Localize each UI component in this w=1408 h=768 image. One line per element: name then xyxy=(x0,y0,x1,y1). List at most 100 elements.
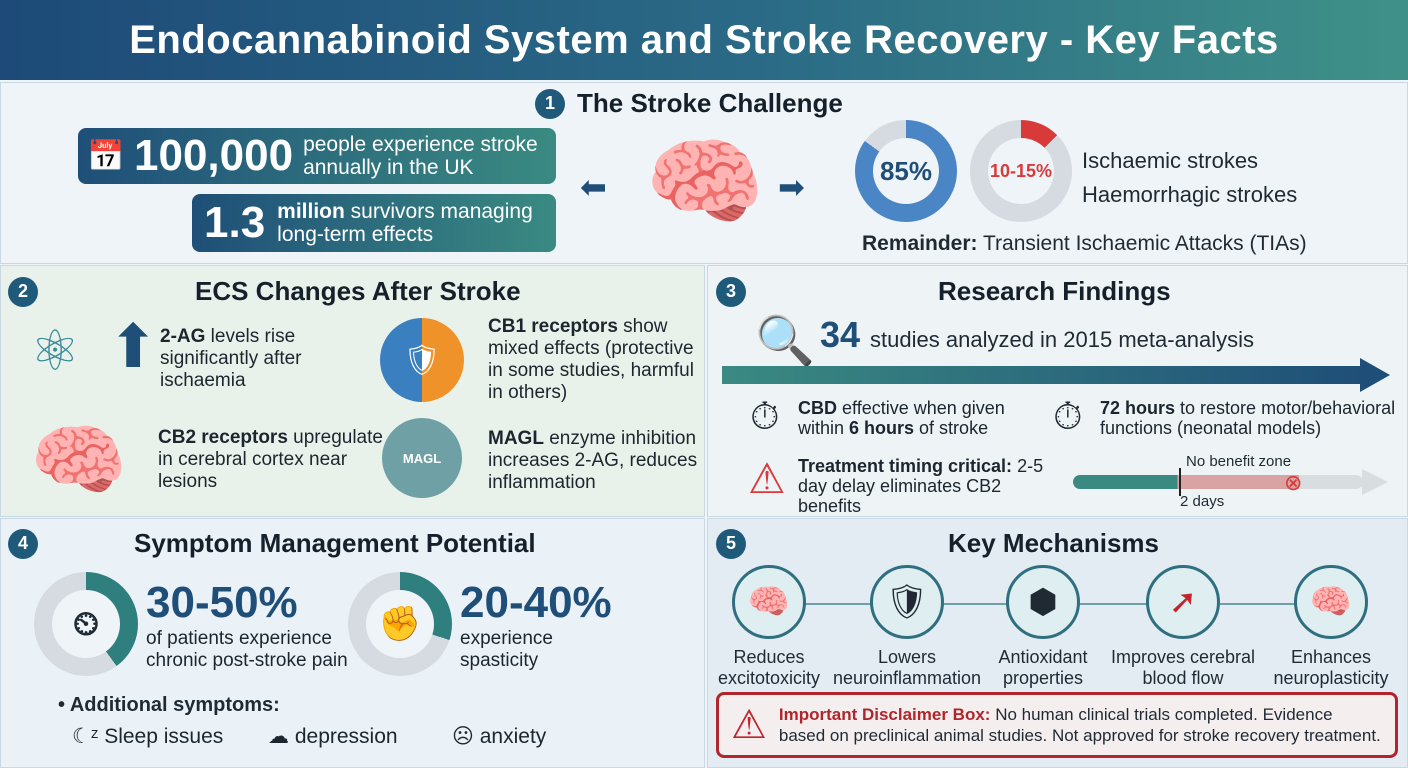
studies-stat: 34 studies analyzed in 2015 meta-analysis xyxy=(820,314,1254,356)
cbd-finding: CBD effective when given within 6 hours … xyxy=(798,398,1028,438)
warning-icon: ⚠ xyxy=(748,455,786,502)
donut-ischaemic: 85% xyxy=(855,120,957,222)
stat-value: 100,000 xyxy=(134,131,294,180)
benefit-timeline-arrowhead xyxy=(1362,469,1388,495)
cloud-icon: ☁ xyxy=(268,725,289,748)
arrow-left-icon: ⬅ xyxy=(580,169,607,205)
cbd-bold: CBD xyxy=(798,398,837,418)
stat-text: people experience stroke annually in the… xyxy=(303,133,538,179)
section-title-text: Symptom Management Potential xyxy=(134,528,536,558)
disclaimer-title: Important Disclaimer Box: xyxy=(778,705,991,724)
section-number: 1 xyxy=(535,88,565,119)
section-number: 4 xyxy=(8,528,38,559)
donut-haemorrhagic: 10-15% xyxy=(970,120,1072,222)
cancel-circle-icon: ⊗ xyxy=(1284,470,1303,495)
studies-text: studies analyzed in 2015 meta-analysis xyxy=(870,327,1255,352)
stopwatch-icon: ⏱ xyxy=(750,396,780,438)
72h-finding: 72 hours to restore motor/behavioral fun… xyxy=(1100,398,1400,438)
studies-value: 34 xyxy=(820,314,861,355)
neural-brain-icon: 🧠 xyxy=(1294,565,1368,639)
disclaimer-box: ⚠ Important Disclaimer Box: No human cli… xyxy=(716,692,1398,758)
item-text: enzyme inhibition increases 2-AG, reduce… xyxy=(488,428,698,493)
mechanism-label: Reduces excitotoxicity xyxy=(717,647,821,688)
cbd-text-end: of stroke xyxy=(914,418,989,438)
mechanism-excitotoxicity: 🧠 Reduces excitotoxicity xyxy=(694,565,844,689)
h72-text: to restore motor/behavioral functions (n… xyxy=(1100,398,1396,438)
magl-label: MAGL xyxy=(402,450,442,466)
section-ecs-changes xyxy=(0,265,705,517)
donut-label: 85% xyxy=(873,138,939,204)
ecs-item-magl: MAGL enzyme inhibition increases 2-AG, r… xyxy=(488,428,703,494)
section-2-title: 2 ECS Changes After Stroke xyxy=(8,276,521,307)
donut-pain: ⏲ xyxy=(34,572,138,676)
brain-stroke-icon: 🧠 xyxy=(645,129,765,236)
legend-haemorrhagic: Haemorrhagic strokes xyxy=(1082,182,1298,207)
remainder-note: Remainder: Transient Ischaemic Attacks (… xyxy=(862,232,1307,256)
header: Endocannabinoid System and Stroke Recove… xyxy=(0,0,1408,80)
remainder-label: Remainder: xyxy=(862,232,978,255)
mechanism-blood-flow: ➚ Improves cerebral blood flow xyxy=(1108,565,1258,689)
section-title-text: ECS Changes After Stroke xyxy=(195,276,521,306)
pain-text: of patients experience chronic post-stro… xyxy=(146,628,348,671)
gauge-icon: ⏲ xyxy=(52,590,120,658)
magnifier-chart-icon: 🔍 xyxy=(755,315,815,368)
symptom-sleep: ☾ᶻ Sleep issues xyxy=(72,726,223,748)
mechanism-neuroplasticity: 🧠Enhances neuroplasticity xyxy=(1256,565,1406,689)
timing-bold: Treatment timing critical: xyxy=(798,456,1013,476)
symptom-label: anxiety xyxy=(479,725,547,748)
antioxidant-icon: ⬢ xyxy=(1006,565,1080,639)
spasticity-value: 20-40% xyxy=(460,578,612,627)
mechanism-neuroinflammation: 🛡 Lowers neuroinflammation xyxy=(832,565,982,689)
timing-text: 2-5 day delay eliminates CB2 benefits xyxy=(798,456,1044,516)
section-number: 5 xyxy=(716,528,746,559)
stat-survivors: 1.3 million survivors managing long-term… xyxy=(192,194,556,252)
additional-symptoms-label: • Additional symptoms: xyxy=(58,694,280,716)
remainder-text: Transient Ischaemic Attacks (TIAs) xyxy=(977,232,1307,255)
timeline-arrow xyxy=(722,366,1362,384)
item-bold: CB1 receptors xyxy=(488,316,618,337)
h72-bold: 72 hours xyxy=(1100,398,1176,418)
ecs-item-2ag: 2-AG levels rise significantly after isc… xyxy=(160,326,350,392)
donut-spasticity: ✊ xyxy=(348,572,452,676)
item-text: levels rise significantly after ischaemi… xyxy=(160,326,302,391)
benefit-timeline-bar xyxy=(1073,475,1363,489)
blood-vessel-icon: ➚ xyxy=(1146,565,1220,639)
brain-icon: 🧠 xyxy=(732,565,806,639)
pain-value: 30-50% xyxy=(146,578,298,627)
donut-label: 10-15% xyxy=(988,138,1054,204)
item-text: upregulate in cerebral cortex near lesio… xyxy=(158,427,383,492)
symptom-depression: ☁ depression xyxy=(268,726,398,748)
stat-text: survivors managing long-term effects xyxy=(277,200,533,246)
section-1-title: 1 The Stroke Challenge xyxy=(535,88,843,119)
calendar-icon: 📅 xyxy=(87,139,125,173)
molecule-icon: ⚛ xyxy=(30,319,81,382)
symptom-anxiety: ☹ anxiety xyxy=(452,726,546,748)
mechanism-label: Lowers neuroinflammation xyxy=(832,647,982,688)
section-title-text: The Stroke Challenge xyxy=(577,88,843,118)
section-number: 3 xyxy=(716,276,746,307)
mechanism-label: Antioxidant properties xyxy=(998,647,1088,688)
stat-annual-strokes: 📅 100,000 people experience stroke annua… xyxy=(78,128,556,184)
item-bold: CB2 receptors xyxy=(158,427,288,448)
item-bold: MAGL xyxy=(488,428,544,449)
arrow-up-icon: ⬆ xyxy=(108,313,159,380)
arrow-right-icon: ➡ xyxy=(778,169,805,205)
ecs-item-cb1: CB1 receptors show mixed effects (protec… xyxy=(488,316,703,404)
timing-finding: Treatment timing critical: 2-5 day delay… xyxy=(798,456,1068,516)
cb1-mixed-icon: 🛡 xyxy=(380,318,464,402)
item-bold: 2-AG xyxy=(160,326,206,347)
section-number: 2 xyxy=(8,276,38,307)
mechanism-antioxidant: ⬢ Antioxidant properties xyxy=(968,565,1118,689)
warning-icon: ⚠ xyxy=(731,703,767,747)
stat-value: 1.3 xyxy=(204,198,266,247)
symptom-label: depression xyxy=(294,725,398,748)
fist-icon: ✊ xyxy=(366,590,434,658)
section-title-text: Key Mechanisms xyxy=(948,528,1159,558)
mechanism-label: Improves cerebral blood flow xyxy=(1110,647,1256,688)
shield-icon: 🛡 xyxy=(870,565,944,639)
moon-icon: ☾ᶻ xyxy=(72,725,99,748)
cbd-text: effective when given within xyxy=(798,398,1005,438)
cbd-hours: 6 hours xyxy=(849,418,915,438)
item-text: show mixed effects (protective in some s… xyxy=(488,316,694,403)
